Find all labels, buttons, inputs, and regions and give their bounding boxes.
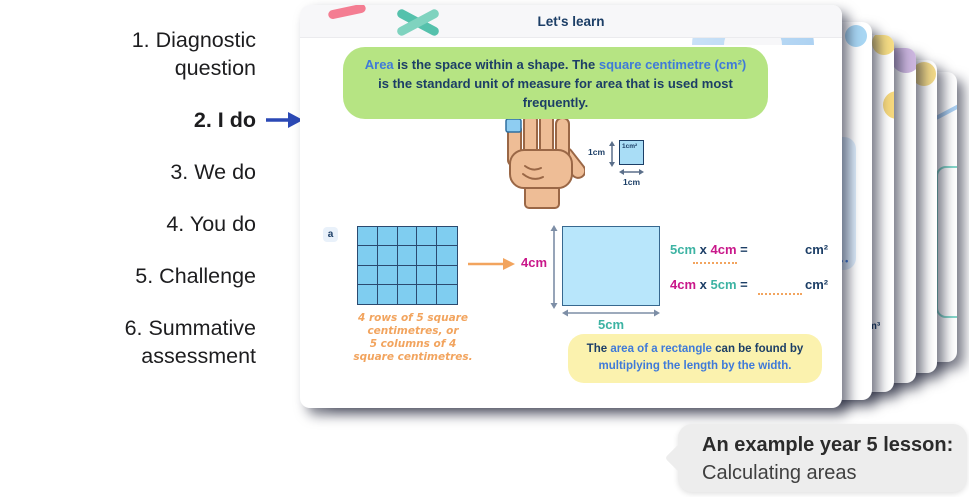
purple-blob-icon bbox=[891, 48, 916, 73]
answer-blank[interactable] bbox=[758, 292, 802, 295]
yellow-blob-icon bbox=[872, 35, 894, 55]
equation-row: 4cm x 5cm = bbox=[670, 277, 748, 292]
rect-height-label: 4cm bbox=[521, 255, 548, 270]
equation-unit: cm² bbox=[805, 277, 829, 292]
hand-illustration bbox=[505, 110, 585, 209]
caption-bubble: An example year 5 lesson: Calculating ar… bbox=[678, 424, 967, 492]
grid-cell bbox=[417, 227, 438, 247]
width-arrow-icon bbox=[562, 309, 660, 317]
grid-cell bbox=[397, 284, 418, 304]
answer-blank[interactable] bbox=[693, 261, 737, 264]
caption-title: An example year 5 lesson: bbox=[702, 434, 954, 456]
equation-row: 5cm x 4cm = bbox=[670, 242, 748, 257]
grid-cell bbox=[377, 265, 398, 285]
grid-cell bbox=[437, 265, 457, 285]
current-step-arrow-icon bbox=[266, 112, 303, 128]
multiply-doodle-icon bbox=[394, 7, 442, 38]
definition-box: Area is the space within a shape. The sq… bbox=[343, 47, 768, 119]
slide-title: Let's learn bbox=[537, 14, 605, 29]
definition-term: Area bbox=[364, 57, 394, 72]
part-a-badge: a bbox=[323, 227, 338, 242]
definition-term: square centimetre (cm²) bbox=[598, 57, 747, 72]
lesson-step-1: 1. Diagnostic question bbox=[131, 28, 256, 80]
grid-cell bbox=[397, 227, 418, 247]
lesson-step-6: 6. Summative assessment bbox=[124, 316, 256, 368]
caption-subtitle: Calculating areas bbox=[702, 462, 857, 484]
grid-cell bbox=[417, 265, 438, 285]
unit-square: 1cm² bbox=[619, 140, 644, 165]
height-arrow-icon bbox=[550, 225, 558, 309]
cubed-unit-fragment: m³ bbox=[868, 321, 881, 332]
yellow-blob-icon bbox=[912, 62, 936, 86]
slide-header: Let's learn bbox=[300, 5, 842, 38]
unit-square-diagram: 1cm 1cm² 1cm bbox=[588, 137, 658, 195]
grid-cell bbox=[397, 265, 418, 285]
grid-cell bbox=[377, 284, 398, 304]
grid-cell bbox=[437, 284, 457, 304]
grid-cell bbox=[377, 246, 398, 266]
rect-width-label: 5cm bbox=[597, 317, 625, 332]
grid-cell bbox=[358, 227, 378, 247]
lesson-step-2: 2. I do bbox=[52, 106, 303, 134]
grid-cell bbox=[358, 284, 378, 304]
lesson-step-list: 1. Diagnostic question 2. I do 3. We do 4. … bbox=[52, 26, 303, 394]
rectangle-shape bbox=[562, 226, 660, 306]
arrow-doodle-icon bbox=[934, 103, 957, 121]
grid-cell bbox=[417, 246, 438, 266]
yellow-blob-icon bbox=[883, 91, 894, 119]
vertical-arrow-icon bbox=[609, 141, 615, 167]
grid-cell bbox=[397, 246, 418, 266]
rule-box: The area of a rectangle can be found by … bbox=[568, 334, 822, 383]
unit-width-label: 1cm bbox=[622, 177, 640, 187]
horizontal-arrow-icon bbox=[619, 169, 644, 175]
lesson-step-4: 4. You do bbox=[166, 212, 256, 236]
grid-cell bbox=[358, 265, 378, 285]
lesson-slide: Let's learn Area is the space within a s… bbox=[300, 5, 842, 408]
blue-blob-icon bbox=[845, 25, 867, 47]
dots-fragment: •• bbox=[840, 256, 851, 266]
grid-cell bbox=[358, 246, 378, 266]
square-centimetre-grid bbox=[357, 226, 458, 305]
unit-height-label: 1cm bbox=[588, 147, 606, 157]
grid-cell bbox=[417, 284, 438, 304]
grid-cell bbox=[437, 227, 457, 247]
equation-unit: cm² bbox=[805, 242, 829, 257]
grid-cell bbox=[377, 227, 398, 247]
content-box-outline bbox=[936, 166, 957, 318]
maps-to-arrow-icon bbox=[468, 258, 515, 270]
handwritten-note: 4 rows of 5 square centimetres, or 5 col… bbox=[353, 312, 473, 363]
grid-cell bbox=[437, 246, 457, 266]
lesson-step-5: 5. Challenge bbox=[135, 264, 256, 288]
lesson-step-3: 3. We do bbox=[170, 160, 256, 184]
